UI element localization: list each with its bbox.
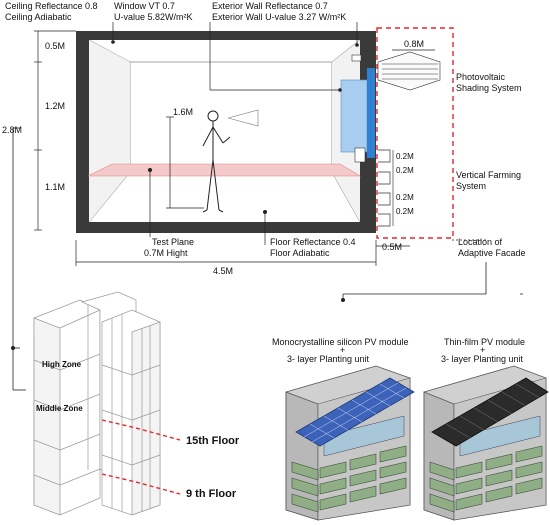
dim-plant-3: 0.2M xyxy=(396,193,414,202)
building-axonometric xyxy=(33,291,161,516)
window-u-label: U-value 5.82W/m²K xyxy=(114,12,193,22)
dim-h2: 1.2M xyxy=(45,101,65,111)
dim-h3: 1.1M xyxy=(45,182,65,192)
adaptive-facade-zone xyxy=(376,27,454,239)
floor-indicators xyxy=(101,419,181,495)
mono-module-plus: + xyxy=(340,345,345,355)
left-bracket xyxy=(12,127,26,391)
dim-width: 4.5M xyxy=(213,266,233,276)
dim-h1: 0.5M xyxy=(45,41,65,51)
test-plane-height-label: 0.7M Hight xyxy=(144,248,188,258)
floor-15-label: 15th Floor xyxy=(186,435,240,447)
vertical-farming-label-1: Vertical Farming xyxy=(456,170,521,180)
middle-zone-label: Middle Zone xyxy=(36,404,83,413)
facade-connector xyxy=(342,239,523,300)
ceiling-adiabatic-label: Ceiling Adiabatic xyxy=(5,12,72,22)
mono-pv-panel xyxy=(295,377,415,447)
thin-module-label-2: 3- layer Planting unit xyxy=(441,354,524,364)
ceiling-reflectance-label: Ceiling Reflectance 0.8 xyxy=(5,1,98,11)
test-plane-label: Test Plane xyxy=(152,237,194,247)
dim-shade-depth: 0.8M xyxy=(404,39,424,49)
dim-plant-4: 0.2M xyxy=(396,207,414,216)
dim-depth: 0.5M xyxy=(382,242,402,252)
floor-reflectance-label: Floor Reflectance 0.4 xyxy=(270,237,356,247)
floor-adiabatic-label: Floor Adiabatic xyxy=(270,248,330,258)
dim-person-height: 1.6M xyxy=(173,107,193,117)
height-dimensions xyxy=(34,30,76,231)
dim-plant-1: 0.2M xyxy=(396,152,414,161)
room-section: 1.6M xyxy=(76,22,376,245)
ext-wall-u-label: Exterior Wall U-value 3.27 W/m²K xyxy=(212,12,346,22)
ext-wall-reflectance-label: Exterior Wall Reflectance 0.7 xyxy=(212,1,328,11)
dim-plant-2: 0.2M xyxy=(396,166,414,175)
test-plane xyxy=(87,163,362,177)
mono-module-label-1: Monocrystalline silicon PV module xyxy=(272,337,409,347)
pv-shading-label-1: Photovoltaic xyxy=(456,72,506,82)
adaptive-facade-label-1: Location of xyxy=(458,237,503,247)
mono-module-label-2: 3- layer Planting unit xyxy=(287,354,370,364)
adaptive-facade-label-2: Adaptive Facade xyxy=(458,248,526,258)
pv-shading-system xyxy=(377,51,441,91)
floor-9-label: 9 th Floor xyxy=(186,488,237,500)
vertical-farming-label-2: System xyxy=(456,181,486,191)
vertical-farming-units xyxy=(378,149,391,227)
window-frame-strip xyxy=(367,68,375,158)
thin-module-label-1: Thin-film PV module xyxy=(444,337,525,347)
thin-pv-panel xyxy=(431,377,549,447)
pv-shading-label-2: Shading System xyxy=(456,83,522,93)
person-figure xyxy=(202,109,259,213)
window-vt-label: Window VT 0.7 xyxy=(114,1,175,11)
dim-total-height: 2.8M xyxy=(2,125,22,135)
high-zone-label: High Zone xyxy=(42,360,82,369)
window-glazing xyxy=(340,79,368,153)
thin-module-plus: + xyxy=(480,345,485,355)
